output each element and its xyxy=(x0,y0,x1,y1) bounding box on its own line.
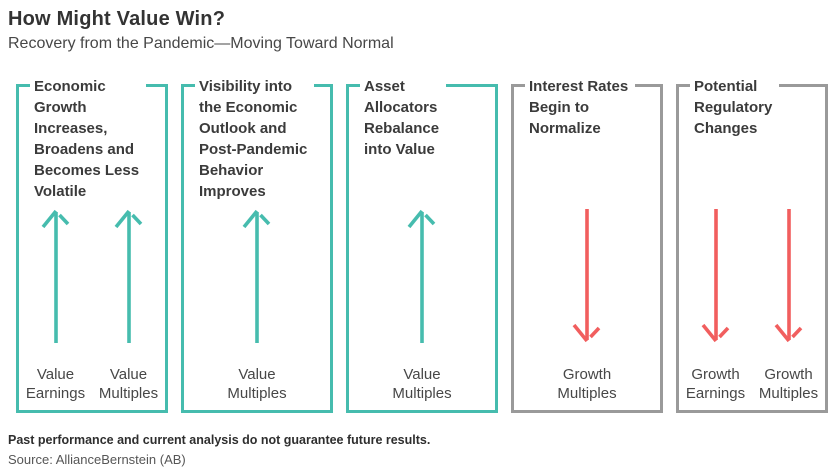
labels-group: Value Earnings Value Multiples xyxy=(19,365,165,403)
box-interest-rates: Interest Rates Begin to Normalize Growth… xyxy=(511,76,663,413)
box-title: Economic Growth Increases, Broadens and … xyxy=(30,76,147,202)
box-asset-allocators: Asset Allocators Rebalance into Value Va… xyxy=(346,76,498,413)
labels-group: Value Multiples xyxy=(184,365,330,403)
arrow-label: Growth Multiples xyxy=(758,366,819,402)
up-arrow-icon xyxy=(114,209,142,343)
arrow-label: Value Earnings xyxy=(25,366,86,402)
arrow-label: Growth Earnings xyxy=(685,366,746,402)
source-text: Source: AllianceBernstein (AB) xyxy=(8,452,186,467)
arrow-label: Growth Multiples xyxy=(557,366,617,402)
page-subtitle: Recovery from the Pandemic—Moving Toward… xyxy=(8,35,394,52)
arrows-group xyxy=(19,206,165,346)
arrow-label: Value Multiples xyxy=(227,366,287,402)
down-arrow-icon xyxy=(701,209,729,343)
labels-group: Growth Earnings Growth Multiples xyxy=(679,365,825,403)
box-title: Asset Allocators Rebalance into Value xyxy=(360,76,447,160)
page-title: How Might Value Win? xyxy=(8,8,226,30)
labels-group: Value Multiples xyxy=(349,365,495,403)
labels-group: Growth Multiples xyxy=(514,365,660,403)
arrows-group xyxy=(184,206,330,346)
arrows-group xyxy=(679,206,825,346)
box-title: Visibility into the Economic Outlook and… xyxy=(195,76,315,202)
box-title: Interest Rates Begin to Normalize xyxy=(525,76,636,139)
down-arrow-icon xyxy=(572,209,601,343)
up-arrow-icon xyxy=(41,209,69,343)
box-visibility: Visibility into the Economic Outlook and… xyxy=(181,76,333,413)
arrows-group xyxy=(514,206,660,346)
arrow-label: Value Multiples xyxy=(392,366,452,402)
arrows-group xyxy=(349,206,495,346)
boxes-row: Economic Growth Increases, Broadens and … xyxy=(16,76,828,413)
up-arrow-icon xyxy=(407,209,436,343)
disclaimer-text: Past performance and current analysis do… xyxy=(8,433,431,447)
up-arrow-icon xyxy=(242,209,271,343)
box-title: Potential Regulatory Changes xyxy=(690,76,780,139)
arrow-label: Value Multiples xyxy=(98,366,159,402)
box-economic-growth: Economic Growth Increases, Broadens and … xyxy=(16,76,168,413)
box-regulatory-changes: Potential Regulatory Changes xyxy=(676,76,828,413)
down-arrow-icon xyxy=(774,209,802,343)
